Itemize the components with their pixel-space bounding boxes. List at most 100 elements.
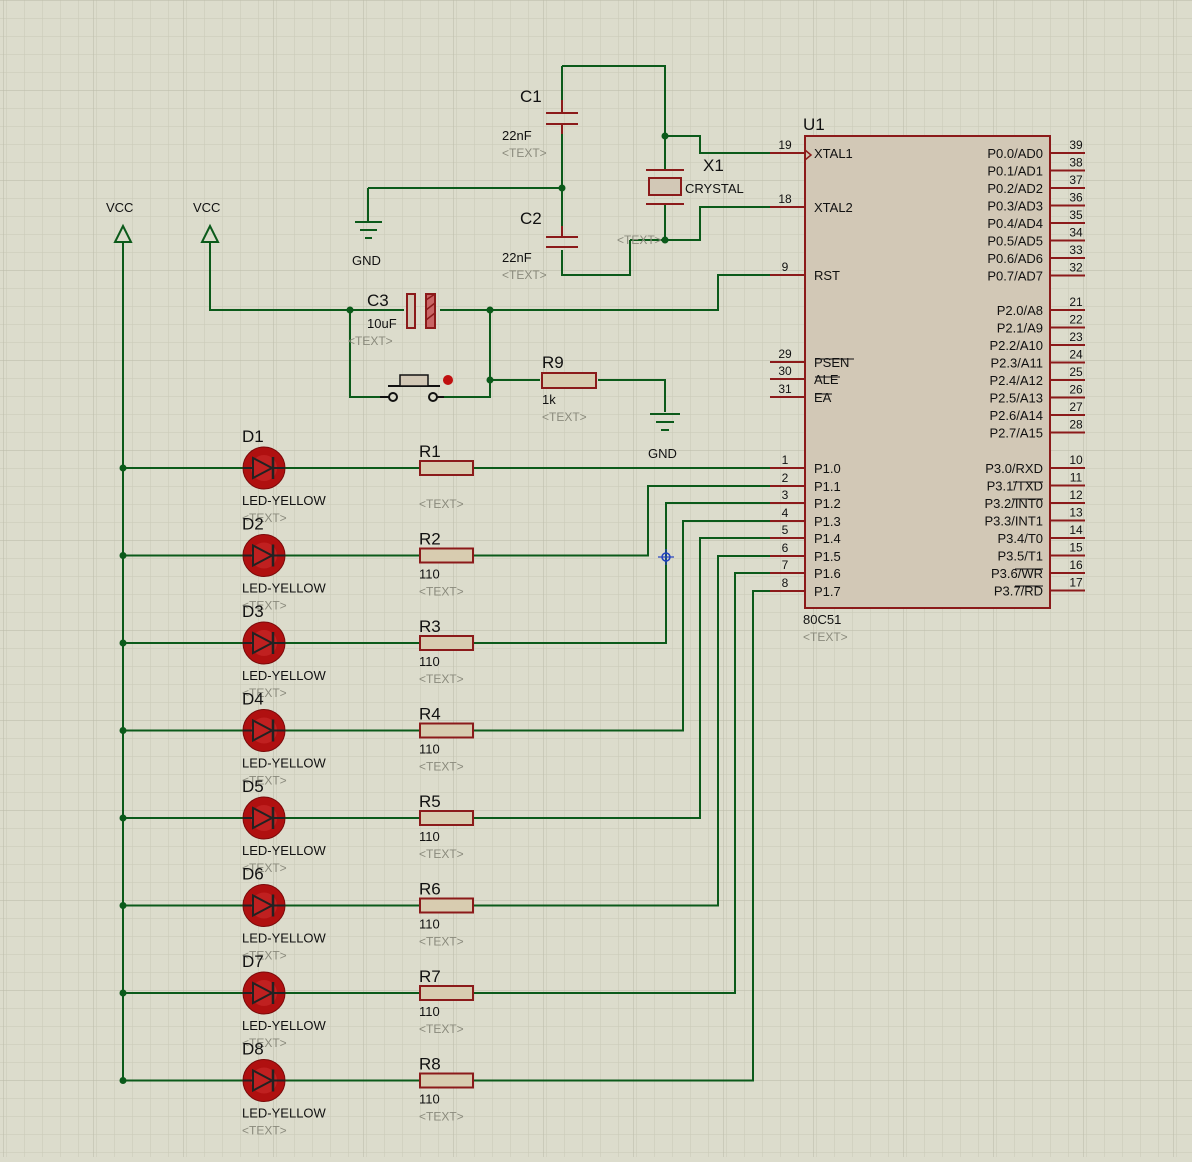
led-value: LED-YELLOW	[242, 1018, 327, 1033]
mcu-pin-number: 26	[1069, 383, 1083, 397]
mcu-pin-number: 39	[1069, 138, 1083, 152]
u1-body[interactable]	[804, 135, 1051, 609]
mcu-pin-number: 12	[1069, 488, 1083, 502]
mcu-pin-number: 11	[1070, 471, 1083, 485]
ground-symbol-1: GND	[352, 221, 382, 268]
mcu-pin-left[interactable]: 5P1.4	[770, 523, 841, 546]
led-value: LED-YELLOW	[242, 668, 327, 683]
ground-symbol-2: GND	[648, 413, 680, 461]
led-value: LED-YELLOW	[242, 756, 327, 771]
mcu-pin-left[interactable]: 6P1.5	[770, 541, 841, 564]
mcu-pin-left[interactable]: 4P1.3	[770, 506, 841, 529]
mcu-pin-name: P0.3/AD3	[987, 199, 1043, 214]
crystal-x1[interactable]: X1 CRYSTAL <TEXT>	[617, 156, 744, 247]
c1-value: 22nF	[502, 128, 532, 143]
gnd1-label: GND	[352, 253, 381, 268]
c1-ref: C1	[520, 87, 542, 106]
c3-ref: C3	[367, 291, 389, 310]
mcu-pin-number: 18	[778, 192, 792, 206]
mcu-pin-number: 30	[778, 364, 792, 378]
mcu-pin-left[interactable]: 7P1.6	[770, 558, 841, 581]
capacitor-c2[interactable]: C2 22nF <TEXT>	[502, 209, 578, 282]
resistor-ref: R8	[419, 1055, 441, 1074]
mcu-pin-left[interactable]: 2P1.1	[770, 471, 841, 494]
wires-oscillator-reset	[122, 65, 775, 1080]
mcu-pin-left[interactable]: 3P1.2	[770, 488, 841, 511]
led-text: <TEXT>	[242, 949, 287, 963]
mcu-pin-number: 24	[1069, 348, 1083, 362]
resistor-value: 110	[419, 829, 440, 844]
resistor-r1[interactable]: R1<TEXT>	[419, 442, 474, 511]
mcu-pin-left[interactable]: 8P1.7	[770, 576, 841, 599]
resistor-r9[interactable]: R9 1k <TEXT>	[541, 353, 597, 424]
resistor-ref: R1	[419, 442, 441, 461]
led-ref: D6	[242, 865, 264, 884]
mcu-pin-name: P1.2	[814, 496, 841, 511]
mcu-pin-name: P3.3/INT1	[984, 514, 1043, 529]
microcontroller-u1[interactable]: U1 80C51 <TEXT> 19XTAL118XTAL29RST29PSEN…	[770, 115, 1085, 644]
mcu-pin-name: P3.4/T0	[997, 531, 1043, 546]
mcu-pin-number: 36	[1069, 191, 1083, 205]
mcu-pin-left[interactable]: 1P1.0	[770, 453, 841, 476]
resistor-ref: R7	[419, 967, 441, 986]
capacitor-c3[interactable]: C3 10uF <TEXT>	[348, 291, 436, 348]
mcu-pin-name: P2.0/A8	[997, 303, 1043, 318]
led-ref: D1	[242, 427, 264, 446]
led-ref: D3	[242, 602, 264, 621]
vcc-symbol-2: VCC	[193, 200, 220, 243]
resistor-value: 110	[419, 567, 440, 582]
reset-pushbutton[interactable]	[380, 374, 453, 402]
capacitor-c1[interactable]: C1 22nF <TEXT>	[502, 87, 578, 160]
